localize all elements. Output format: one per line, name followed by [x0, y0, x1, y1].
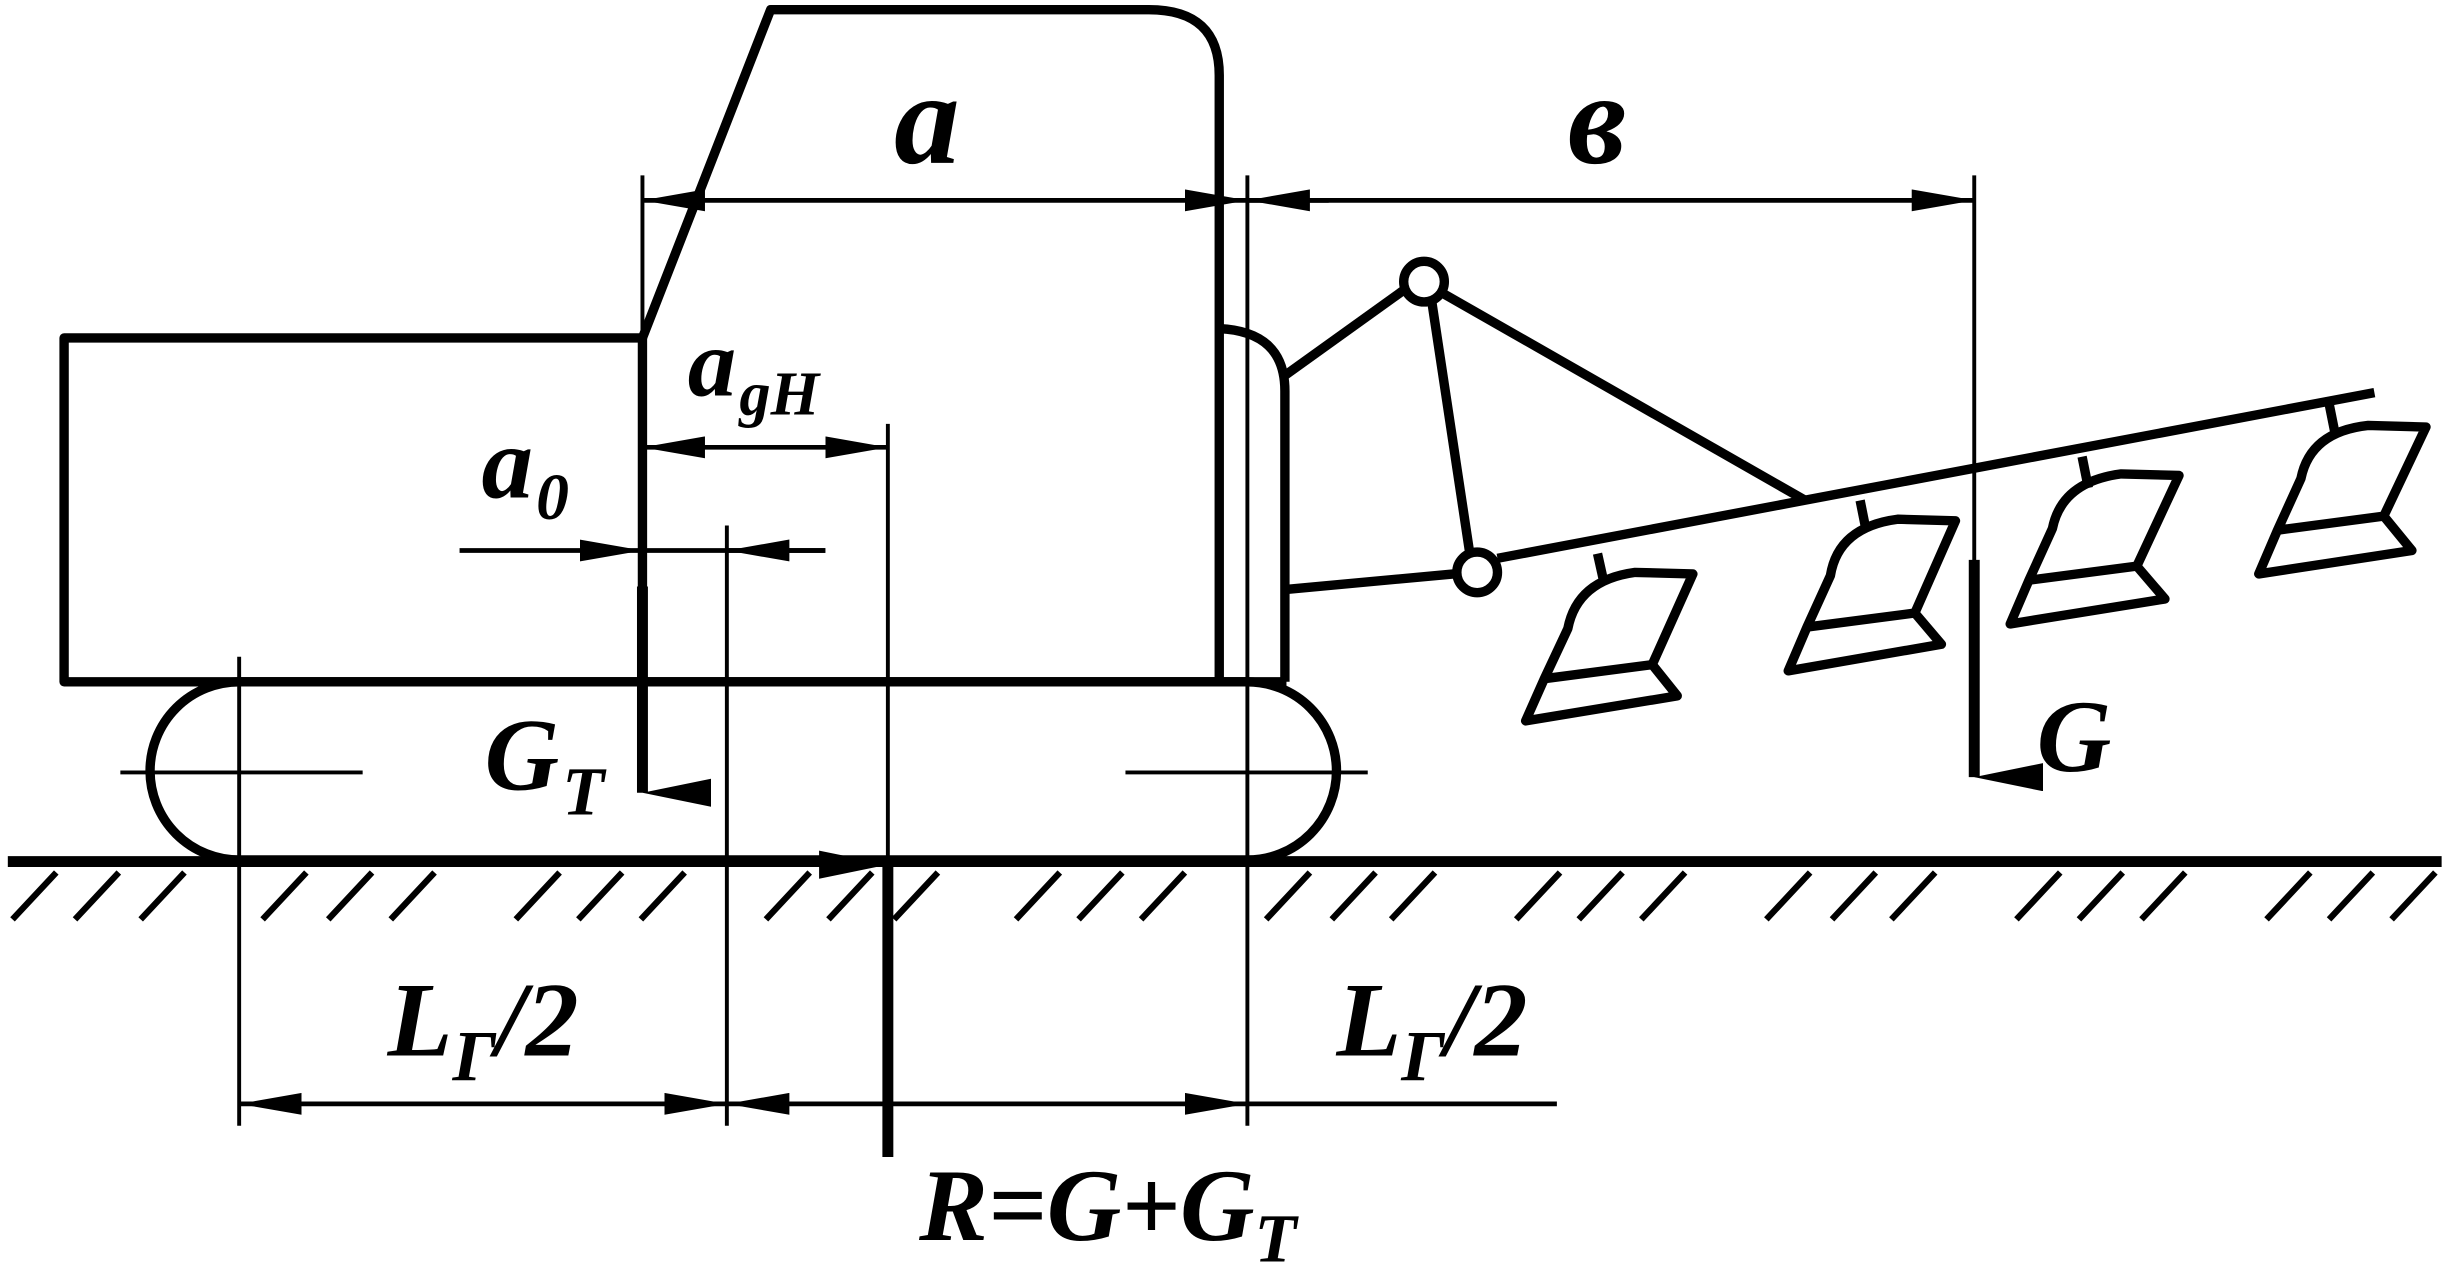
plough-body-2: [1783, 499, 1961, 676]
label-agH: agH: [688, 310, 822, 429]
tractor-cabin: [638, 4, 1224, 682]
label-a: a: [894, 47, 960, 192]
ground: [7, 856, 2442, 922]
ground-hatching: [10, 870, 2438, 922]
force-vectors: [636, 559, 2044, 1157]
plough-body-1: [1520, 552, 1698, 726]
rear-hitch-plate: [1218, 323, 1290, 682]
label-a0: a0: [481, 406, 569, 534]
label-G: G: [2037, 680, 2112, 794]
plough-body-3: [2005, 455, 2184, 629]
hitch-linkage: [1282, 256, 1808, 598]
label-GT: GT: [485, 699, 608, 830]
plough: [1496, 388, 2431, 726]
label-R: R=G+GT: [918, 1149, 1299, 1277]
upper-hitch-pivot: [1399, 256, 1450, 307]
plough-beam: [1496, 388, 2376, 563]
tractor: [59, 4, 1368, 865]
extension-lines: [237, 175, 1977, 1126]
lower-hitch-pivot: [1452, 547, 1503, 598]
label-v: в: [1568, 47, 1627, 192]
plough-body-4: [2254, 402, 2431, 579]
label-LT-left: LГ/2: [387, 960, 579, 1096]
dimension-lines: [239, 189, 1975, 1115]
label-LT-right: LГ/2: [1335, 960, 1527, 1096]
